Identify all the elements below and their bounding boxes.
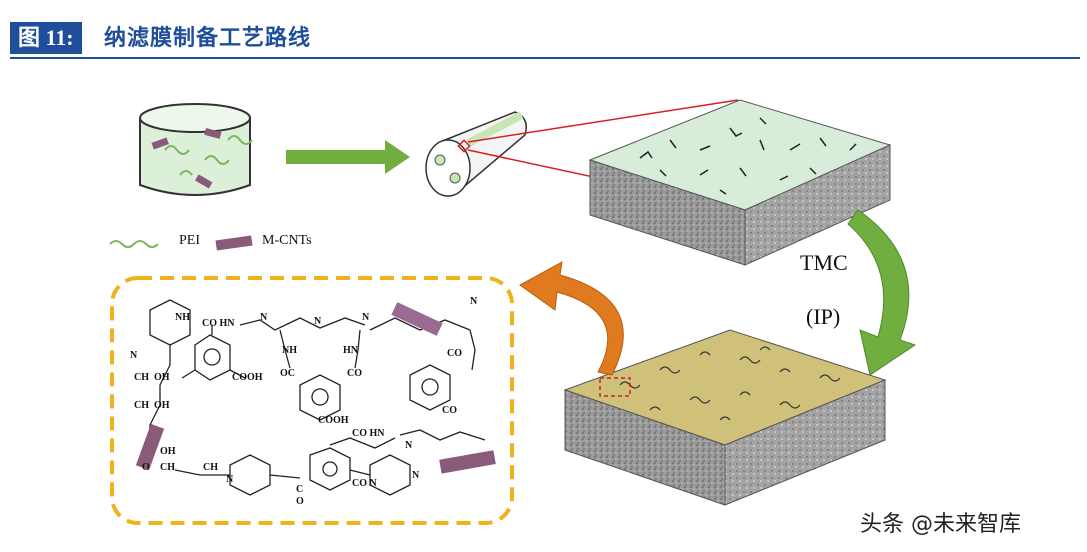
green-curved-arrow bbox=[847, 209, 917, 376]
chem-nh-top: NH bbox=[175, 312, 190, 323]
chem-n1: N bbox=[260, 312, 268, 323]
chem-co-hn: CO HN bbox=[202, 318, 235, 329]
chem-ch-oh1: CH bbox=[134, 372, 149, 383]
chem-n-left: N bbox=[130, 350, 138, 361]
molecular-structure-box bbox=[110, 276, 514, 525]
chem-n-bot-right: N bbox=[412, 470, 420, 481]
pei-legend-icon bbox=[109, 240, 159, 248]
chem-oc-mid: OC bbox=[280, 368, 295, 379]
chemical-bonds bbox=[149, 299, 486, 496]
chem-hn-mid: HN bbox=[343, 345, 358, 356]
green-arrow-right bbox=[286, 140, 410, 174]
chem-ch-oh2: CH bbox=[134, 400, 149, 411]
chem-cooh2: COOH bbox=[318, 415, 349, 426]
chem-co-mid: CO bbox=[347, 368, 362, 379]
chem-oh3: OH bbox=[160, 446, 176, 457]
watermark-text: 头条 @未来智库 bbox=[860, 512, 1021, 537]
chem-con-bottom: CO N bbox=[352, 478, 377, 489]
mcnt-rod-left bbox=[135, 423, 165, 471]
support-membrane-block bbox=[588, 99, 892, 266]
process-diagram bbox=[109, 99, 917, 525]
figure-header: 图 11: 纳滤膜制备工艺路线 bbox=[0, 0, 1087, 59]
chem-o1: O bbox=[142, 462, 150, 473]
figure-title: 纳滤膜制备工艺路线 bbox=[104, 25, 312, 50]
chem-co-hn2: CO HN bbox=[352, 428, 385, 439]
chem-cooh1: COOH bbox=[232, 372, 263, 383]
ip-label: (IP) bbox=[806, 304, 841, 329]
solution-beaker bbox=[139, 103, 253, 196]
chem-n-mid: N bbox=[405, 440, 413, 451]
orange-curved-arrow bbox=[519, 261, 624, 376]
mcnt-rod-top bbox=[391, 302, 443, 336]
chem-n2: N bbox=[314, 316, 322, 327]
chem-co-right: CO bbox=[447, 348, 462, 359]
mcnt-legend-icon bbox=[215, 235, 253, 251]
chem-n-right: N bbox=[470, 296, 478, 307]
chem-nh-mid: NH bbox=[282, 345, 297, 356]
chem-n-bl: N bbox=[226, 474, 234, 485]
nanofiltration-membrane-block bbox=[563, 329, 887, 506]
chem-c-bottom: C bbox=[296, 484, 304, 495]
mcnt-rod-right bbox=[439, 450, 496, 474]
zoom-line-top bbox=[467, 99, 739, 143]
chem-ch-oh3: CH bbox=[160, 462, 175, 473]
legend-mcnt-label: M-CNTs bbox=[262, 233, 312, 248]
header-divider bbox=[10, 57, 1080, 59]
legend-pei-label: PEI bbox=[179, 233, 200, 248]
hollow-fiber-icon bbox=[425, 111, 527, 197]
chem-oh2: OH bbox=[154, 400, 170, 411]
figure-number-tag: 图 11: bbox=[10, 22, 82, 54]
chem-o-bottom: O bbox=[296, 496, 304, 507]
chem-n3: N bbox=[362, 312, 370, 323]
chem-co-right2: CO bbox=[442, 405, 457, 416]
tmc-label: TMC bbox=[800, 250, 848, 275]
chem-oh1: OH bbox=[154, 372, 170, 383]
chem-ch-oh4: CH bbox=[203, 462, 218, 473]
